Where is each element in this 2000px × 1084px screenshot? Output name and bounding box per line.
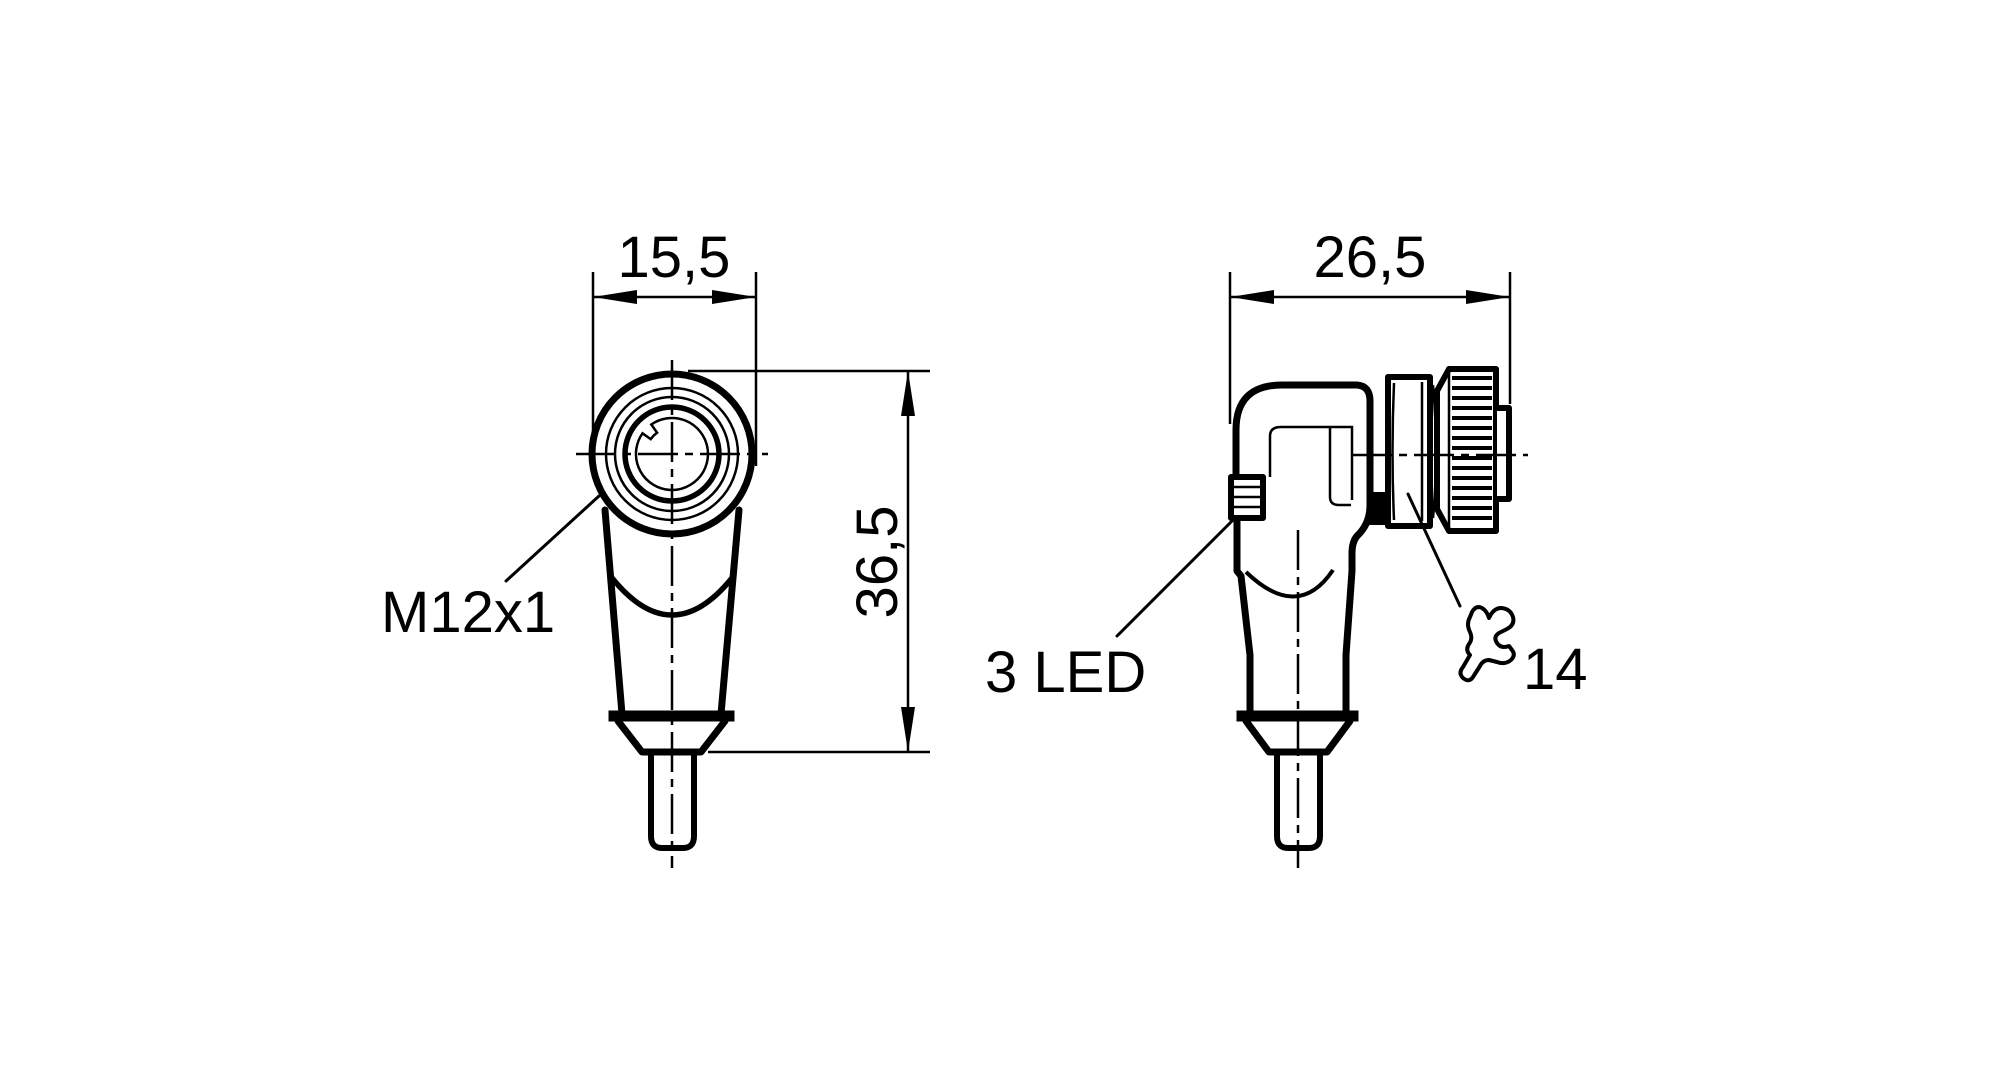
led-label: 3 LED	[985, 640, 1146, 705]
elbow-housing	[1232, 381, 1390, 718]
body-edge	[601, 506, 626, 718]
wrench-size-value: 14	[1523, 637, 1588, 702]
nut-flange	[1368, 492, 1390, 525]
knurl-stripes	[1452, 376, 1492, 520]
hex-chamfer	[1391, 382, 1396, 521]
keyway-circle	[634, 416, 710, 492]
front-height-value: 36,5	[845, 506, 910, 619]
front-width-dimension: 15,5	[591, 225, 758, 466]
arrowhead	[901, 707, 915, 752]
arrowhead	[901, 371, 915, 416]
elbow-outline	[1232, 381, 1374, 718]
front-height-dimension: 36,5	[688, 369, 930, 754]
front-width-value: 15,5	[618, 225, 731, 290]
inner-contour	[1328, 427, 1351, 507]
leader-line	[1406, 492, 1462, 608]
led-callout: 3 LED	[985, 515, 1238, 705]
leader-line	[504, 494, 601, 583]
arrowhead	[593, 290, 637, 304]
hex-nut	[1385, 374, 1438, 529]
thread-callout: M12x1	[381, 494, 601, 645]
arrowhead	[1466, 290, 1510, 304]
thread-tip	[1494, 405, 1512, 502]
wrench-callout: 14	[1406, 492, 1588, 702]
thread-label: M12x1	[381, 580, 555, 645]
inner-contour	[1268, 425, 1354, 500]
arrowhead	[712, 290, 756, 304]
elbow-left-edge	[1233, 515, 1254, 718]
leader-line	[1115, 515, 1238, 638]
side-width-value: 26,5	[1314, 225, 1427, 290]
wrench-icon	[1458, 605, 1516, 683]
front-view: 15,5 36,5	[381, 225, 930, 868]
led-window	[1228, 474, 1266, 521]
arrowhead	[1230, 290, 1274, 304]
side-width-dimension: 26,5	[1228, 225, 1512, 424]
body-edge	[717, 506, 743, 718]
side-view: 26,5	[985, 225, 1588, 868]
boot-curve	[1244, 568, 1335, 599]
coupling-nut	[1434, 366, 1512, 534]
